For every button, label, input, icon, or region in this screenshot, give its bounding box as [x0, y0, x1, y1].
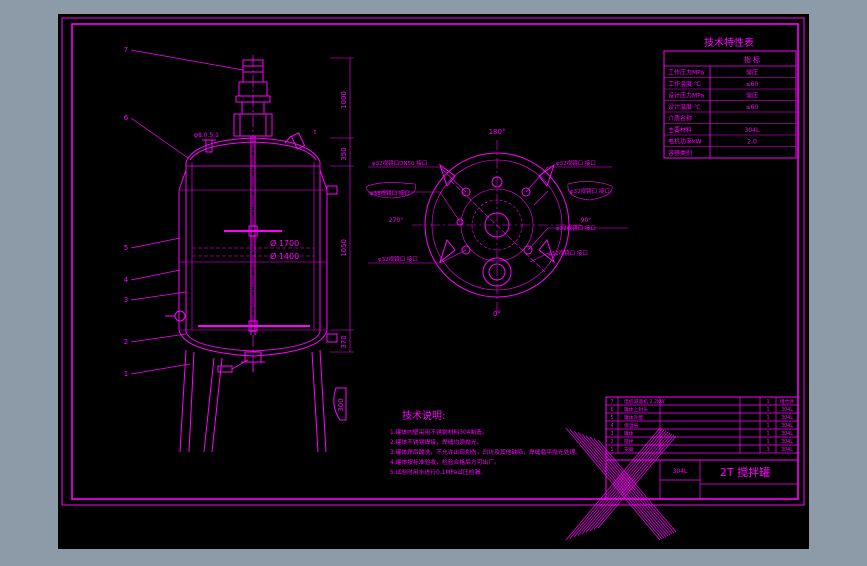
part-label-7: 7 — [124, 46, 128, 54]
bom-cell: 1 — [766, 407, 769, 413]
notes-title: 技术说明: — [402, 409, 445, 422]
tech-table-param: 设计温度 ℃ — [668, 103, 701, 111]
title-block-material: 304L — [673, 468, 688, 475]
plan-angle-bottom: 0° — [493, 310, 501, 318]
bom-cell: 304L — [781, 431, 793, 437]
plan-nozzle-label-d: φ32视镜口 接口 — [556, 159, 596, 167]
bom-cell: 1 — [610, 447, 613, 453]
plan-nozzle-label-e: φ32视镜口 接口 — [570, 187, 610, 195]
front-view — [130, 49, 354, 453]
top-right-label: t — [314, 129, 317, 136]
tech-table-param: 电机功率kW — [668, 137, 701, 145]
bom-cell: 5 — [610, 415, 613, 421]
bottom-head — [178, 329, 328, 357]
tech-table-param: 工作温度 ℃ — [668, 80, 701, 88]
part-labels: 7 6 5 4 3 2 1 — [124, 46, 129, 378]
tech-table-title: 技术特性表 — [704, 36, 754, 49]
bom-cell: 304L — [781, 423, 793, 429]
bom-cell: 1 — [766, 439, 769, 445]
plan-nozzle-label-b: φ38视镜口 接口 — [370, 189, 410, 197]
dim-leg: 300 — [337, 398, 345, 411]
part-label-2: 2 — [124, 338, 128, 346]
tech-table-header-col2: 指 标 — [744, 55, 760, 64]
plan-nozzle-label-c: φ32视镜口 接口 — [378, 255, 418, 263]
bom-cell: 组合件 — [780, 398, 795, 405]
bom-cell: 2 — [610, 439, 613, 445]
bom-cell: 304L — [781, 415, 793, 421]
top-head — [185, 137, 321, 163]
bom-cell: 1 — [766, 399, 769, 405]
title-block — [565, 396, 799, 541]
tech-table-param: 容器类别 — [668, 149, 692, 157]
tech-table-value: 304L — [745, 127, 760, 134]
leg-left — [179, 349, 195, 453]
notes-line-1: 1.罐体内壁采用不锈钢材料304制造。 — [390, 428, 488, 436]
bom-cell: 搅拌 — [624, 438, 634, 445]
leg-right — [311, 349, 327, 453]
tech-table-param: 介质名称 — [668, 114, 692, 122]
bom-cell: 支腿 — [624, 446, 634, 453]
bom-cell: 1 — [766, 415, 769, 421]
bom-cell: 罐体 — [624, 430, 634, 437]
plan-nozzle-labels: φ32视镜口DN50 接口 φ38视镜口 接口 φ32视镜口 接口 φ32视镜口… — [370, 159, 610, 263]
bom-cell: 304L — [781, 439, 793, 445]
bom-cell: 304L — [781, 447, 793, 453]
plan-nozzle-label-a: φ32视镜口DN50 接口 — [372, 159, 427, 167]
bom-cell: 电机减速机 2.2kW — [624, 398, 665, 405]
tech-table-value: ≤60 — [746, 81, 759, 88]
tech-table-value: 常压 — [746, 91, 758, 99]
bom-cell: 4 — [610, 423, 613, 429]
dim-inner-diameter: Ø 1400 — [270, 251, 299, 261]
bom-cell: 304L — [781, 407, 793, 413]
dim-height-2: 350 — [340, 147, 348, 160]
tech-table-value: 2.0 — [747, 138, 757, 145]
bom-cell: 罐体上封头 — [624, 406, 648, 413]
tech-table-value: ≤60 — [746, 104, 759, 111]
notes-line-2: 2.罐体不锈钢焊接，焊缝均须抛光。 — [390, 438, 483, 446]
dim-height-3: 1050 — [340, 239, 348, 257]
tech-table-param: 工作压力MPa — [668, 68, 705, 76]
notes-line-3: 3.罐体焊后酸洗，不允许出现划伤，凹坑及其他缺陷，焊缝磨平抛光处理。 — [390, 448, 581, 456]
part-label-4: 4 — [124, 276, 129, 284]
bom-cell: 保温层 — [624, 422, 639, 429]
tech-table-param: 设计压力MPa — [668, 91, 705, 99]
plan-angle-left: 270° — [389, 217, 403, 224]
part-label-6: 6 — [124, 114, 129, 122]
part-label-3: 3 — [124, 296, 128, 304]
part-label-1: 1 — [124, 370, 128, 378]
notes-line-4: 4.罐体按标准验收，检验合格后方可出厂。 — [390, 458, 500, 466]
plan-view — [365, 140, 628, 312]
top-nozzle-right — [290, 132, 306, 150]
top-nozzle-note: φ8.0.5.1 — [194, 132, 219, 139]
bom-cell: 1 — [766, 431, 769, 437]
plan-angle-top: 180° — [489, 128, 506, 136]
tech-table-param: 主要材料 — [668, 126, 692, 134]
dim-outer-diameter: Ø 1700 — [270, 238, 299, 248]
plan-nozzle-label-f: φ32视镜口 接口 — [556, 224, 596, 232]
bom-cell: 3 — [766, 447, 769, 453]
plan-angle-right: 90° — [581, 217, 592, 224]
notes-line-5: 5.试验时用水进行0.1MPa试压检漏。 — [390, 468, 486, 476]
dim-height-4: 370 — [340, 335, 348, 348]
drawing-title: 2T 搅拌罐 — [720, 465, 770, 479]
bom-cell: 7 — [610, 399, 613, 405]
bom-cell: 3 — [610, 431, 613, 437]
part-label-5: 5 — [124, 244, 128, 252]
tech-table-value: 常压 — [746, 68, 758, 76]
technical-notes: 技术说明: 1.罐体内壁采用不锈钢材料304制造。 2.罐体不锈钢焊接，焊缝均须… — [390, 409, 581, 476]
inner-frame — [71, 23, 799, 500]
bom-cell: 罐体外壁 — [624, 414, 643, 421]
bom-cell: 1 — [766, 423, 769, 429]
dim-height-1: 1000 — [340, 91, 348, 109]
bom-cell: 6 — [610, 407, 613, 413]
plan-nozzle-label-g: φ32视镜口 接口 — [548, 249, 588, 257]
outer-frame — [61, 17, 805, 506]
